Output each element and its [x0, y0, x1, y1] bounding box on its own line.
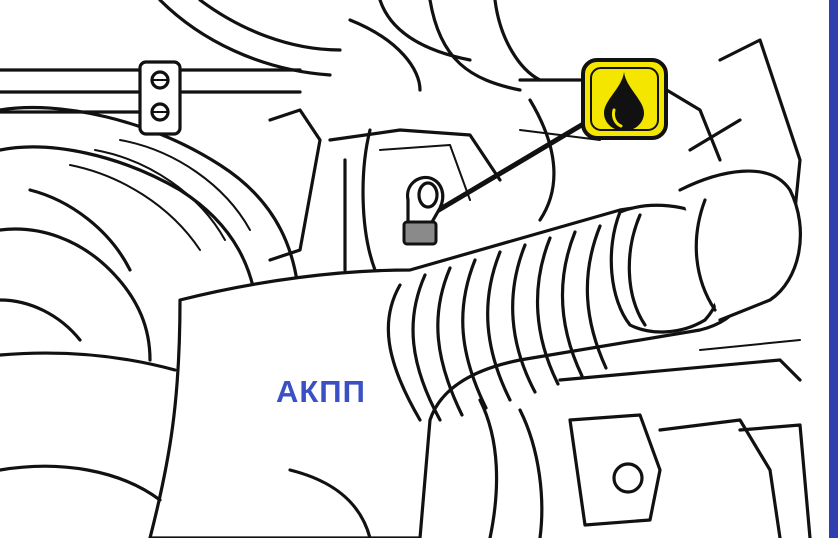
leader-line	[430, 117, 592, 217]
engine-block	[268, 38, 802, 272]
upper-tubes	[0, 0, 542, 114]
corrugated-hose	[148, 169, 802, 538]
automatic-transmission-label: АКПП	[276, 374, 366, 409]
intake-housing	[0, 105, 302, 372]
oil-indicator	[581, 58, 668, 140]
lower-components	[0, 339, 812, 538]
transmission-dipstick	[402, 175, 445, 246]
mounting-bracket	[138, 60, 182, 136]
side-edge-strip	[829, 0, 838, 538]
